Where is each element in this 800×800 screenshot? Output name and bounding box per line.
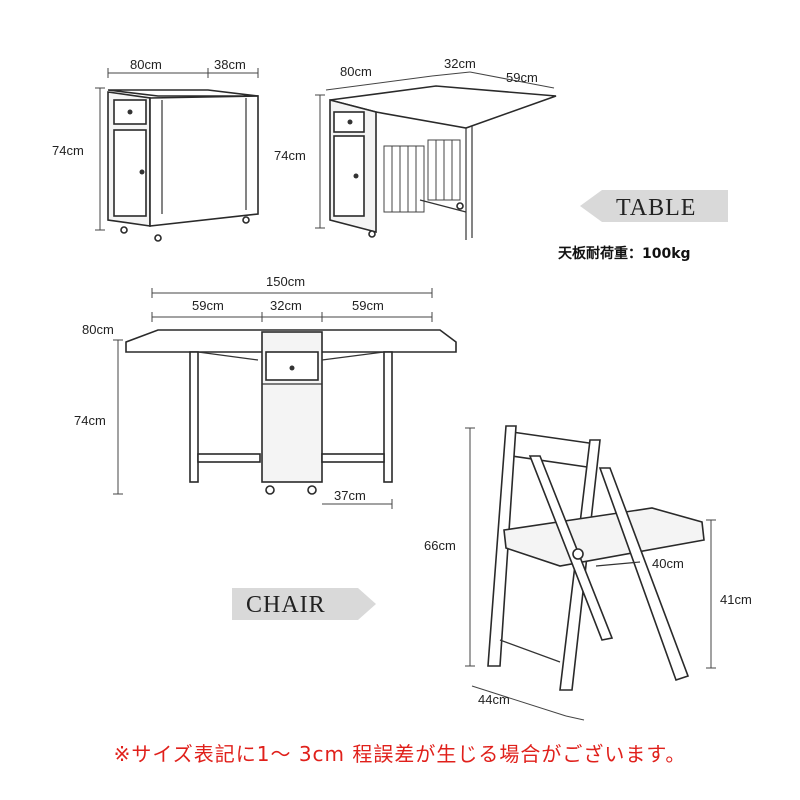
open-middle-label: 32cm [444, 56, 476, 71]
full-leaf-right-label: 59cm [352, 298, 384, 313]
folded-table-view: 80cm 38cm 74cm [52, 57, 259, 242]
full-leaf-left-label: 59cm [192, 298, 224, 313]
full-depth-label: 80cm [82, 322, 114, 337]
load-capacity: 天板耐荷重：100kg [558, 245, 691, 262]
open-height-label: 74cm [274, 148, 306, 163]
folded-height-label: 74cm [52, 143, 84, 158]
size-tolerance-note: ※サイズ表記に1～ 3cm 程誤差が生じる場合がございます。 [113, 742, 687, 766]
full-height-label: 74cm [74, 413, 106, 428]
folding-chair-view: 66cm 40cm 41cm 44cm [424, 425, 752, 721]
full-open-table-view: 150cm 59cm 32cm 59cm 80cm 74cm 37cm [74, 274, 457, 509]
chair-height-label: 66cm [424, 538, 456, 553]
open-width-label: 80cm [340, 64, 372, 79]
full-total-label: 150cm [266, 274, 305, 289]
chair-seat-height-label: 41cm [720, 592, 752, 607]
one-side-open-table-view: 80cm 32cm 59cm 74cm [274, 56, 557, 240]
chair-tag-label: CHAIR [246, 592, 326, 618]
chair-tag: CHAIR [232, 588, 376, 620]
open-leaf-label: 59cm [506, 70, 538, 85]
folded-depth-label: 38cm [214, 57, 246, 72]
folded-width-label: 80cm [130, 57, 162, 72]
chair-seat-depth-label: 40cm [652, 556, 684, 571]
chair-width-label: 44cm [478, 692, 510, 707]
table-tag: TABLE [580, 190, 728, 222]
full-cabinet-label: 37cm [334, 488, 366, 503]
table-tag-label: TABLE [616, 195, 696, 221]
full-middle-label: 32cm [270, 298, 302, 313]
